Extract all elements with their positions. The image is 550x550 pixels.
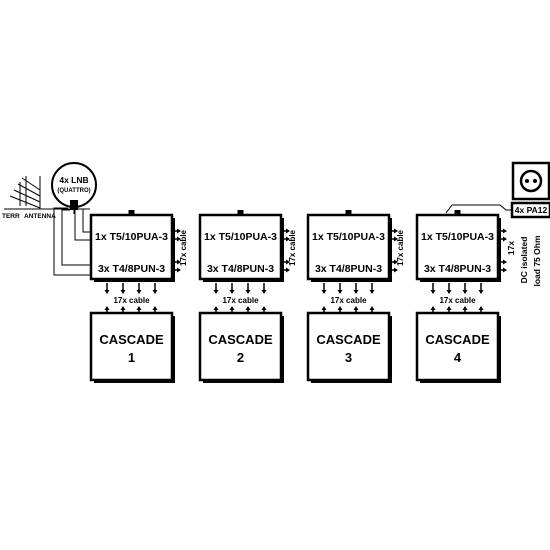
unit-4-multiswitch-label: 3x T4/8PUN-3 (424, 263, 491, 275)
multiswitch-unit-1: 1x T5/10PUA-3 3x T4/8PUN-3 17x cableCASCAD… (89, 210, 188, 383)
unit-1-amplifier-label: 1x T5/10PUA-3 (95, 231, 168, 243)
termination-type-label: DC isolated (519, 237, 529, 284)
cascade-1-title: CASCADE (99, 332, 164, 347)
cascade-2-title: CASCADE (208, 332, 273, 347)
lnb-label: 4x LNB (59, 175, 88, 185)
unit-2-cable-label: 17x cable (222, 296, 259, 305)
cascade-1-number: 1 (128, 350, 135, 365)
cascade-3-title: CASCADE (316, 332, 381, 347)
unit-4-amplifier-label: 1x T5/10PUA-3 (421, 231, 494, 243)
lnb-type-label: (QUATTRO) (57, 188, 90, 194)
satellite-lnb-icon (51, 162, 97, 214)
unit-2-multiswitch-label: 3x T4/8PUN-3 (207, 263, 274, 275)
unit-2-cascade-cable-label: 17x cable (288, 229, 297, 266)
cascade-box-4: CASCADE 4 (415, 311, 501, 383)
unit-1-multiswitch-label: 3x T4/8PUN-3 (98, 263, 165, 275)
antenna-label: ANTENNA (24, 213, 56, 220)
unit-1-cable-label: 17x cable (113, 296, 150, 305)
unit-3-amplifier-label: 1x T5/10PUA-3 (312, 231, 385, 243)
terr-label: TERR (2, 213, 20, 220)
cascade-box-2: CASCADE 2 (198, 311, 284, 383)
unit-2-amplifier-label: 1x T5/10PUA-3 (204, 231, 277, 243)
multiswitch-unit-3: 1x T5/10PUA-3 3x T4/8PUN-3 17x cableCASCAD… (306, 210, 405, 383)
termination-count-label: 17x (506, 241, 516, 255)
cascade-4-title: CASCADE (425, 332, 490, 347)
multiswitch-unit-4: 1x T5/10PUA-3 3x T4/8PUN-3 17x cableCASCAD… (415, 210, 507, 383)
lnb-feed-cables (53, 207, 91, 276)
unit-3-cable-label: 17x cable (330, 296, 367, 305)
termination-load-label: load 75 Ohm (532, 235, 542, 286)
unit-3-cascade-cable-label: 17x cable (396, 229, 405, 266)
cascade-4-number: 4 (454, 350, 462, 365)
cascade-2-number: 2 (237, 350, 244, 365)
unit-1-cascade-cable-label: 17x cable (179, 229, 188, 266)
multiswitch-unit-2: 1x T5/10PUA-3 3x T4/8PUN-3 17x cableCASCAD… (198, 210, 297, 383)
units-layer: 1x T5/10PUA-3 3x T4/8PUN-3 17x cableCASCAD… (89, 210, 507, 383)
cascade-box-1: CASCADE 1 (89, 311, 175, 383)
power-supply: 4x PA12 (445, 161, 550, 219)
unit-4-cable-label: 17x cable (439, 296, 476, 305)
power-socket-icon (519, 169, 543, 193)
cascade-box-3: CASCADE 3 (306, 311, 392, 383)
unit-3-multiswitch-label: 3x T4/8PUN-3 (315, 263, 382, 275)
psu-label: 4x PA12 (515, 205, 548, 215)
cascade-3-number: 3 (345, 350, 352, 365)
